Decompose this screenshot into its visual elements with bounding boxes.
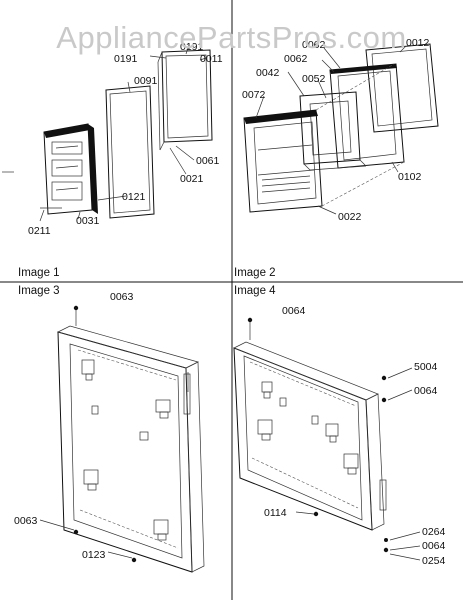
label-0114: 0114	[264, 507, 287, 519]
label-0062a: 0062	[302, 39, 326, 51]
label-0123: 0123	[82, 549, 106, 561]
caption-image2: Image 2	[234, 267, 276, 279]
caption-image1: Image 1	[18, 267, 60, 279]
label-0064b: 0064	[414, 385, 438, 397]
door-frame-outer	[57, 331, 193, 573]
label-0211: 0211	[28, 225, 51, 237]
label-0021: 0021	[180, 173, 204, 185]
label-0011: 0011	[200, 53, 223, 65]
label-0254: 0254	[422, 555, 446, 567]
label-0264: 0264	[422, 526, 446, 538]
label-0063a: 0063	[110, 291, 134, 303]
frame-inner	[243, 355, 363, 521]
image3-diagram	[39, 305, 205, 573]
label-0022: 0022	[338, 211, 362, 223]
label-0063b: 0063	[14, 515, 38, 527]
panel-0011	[161, 49, 213, 143]
label-0064c: 0064	[422, 540, 446, 552]
door-frame-inner	[69, 343, 183, 559]
panel-0012	[365, 43, 439, 133]
label-0042: 0042	[256, 67, 280, 79]
label-5004: 5004	[414, 361, 438, 373]
label-0121: 0121	[122, 191, 146, 203]
frame-0052	[299, 91, 361, 165]
image2-diagram	[243, 43, 439, 215]
caption-image4: Image 4	[234, 285, 276, 297]
label-0091: 0091	[134, 75, 158, 87]
label-0031: 0031	[76, 215, 100, 227]
label-0012: 0012	[406, 37, 430, 49]
panel-0091-inner	[109, 90, 151, 214]
image4-diagram	[233, 317, 421, 561]
dispenser-0121	[43, 123, 93, 215]
panel-0091	[105, 85, 155, 219]
image1-diagram	[2, 47, 213, 222]
caption-image3: Image 3	[18, 285, 60, 297]
label-0102: 0102	[398, 171, 422, 183]
label-0064a: 0064	[282, 305, 306, 317]
label-0191b: 0191	[114, 53, 138, 65]
label-0052: 0052	[302, 73, 326, 85]
panel-0011-inner	[165, 54, 209, 139]
label-0072: 0072	[242, 89, 266, 101]
label-0062b: 0062	[284, 53, 308, 65]
label-0061: 0061	[196, 155, 220, 167]
label-0191a: 0191	[180, 41, 204, 53]
